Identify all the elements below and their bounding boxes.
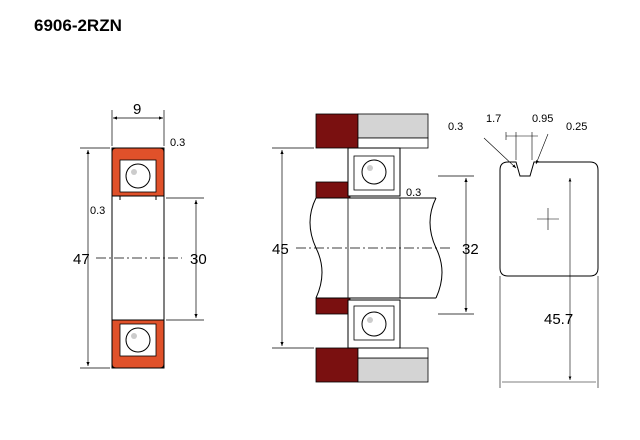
chamfer-top-label: 0.3 <box>448 121 463 133</box>
bottom-ring <box>111 319 165 369</box>
housing-dia-label: 45 <box>272 241 289 258</box>
groove-detail-view <box>483 132 599 388</box>
chamfer-outer-label: 0.3 <box>170 137 185 149</box>
bore-label: 30 <box>190 251 207 268</box>
chamfer-shaft-label: 0.3 <box>406 187 421 199</box>
groove-dia-label: 45.7 <box>544 311 573 328</box>
bearing-section-view <box>80 110 204 369</box>
chamfer-side-label: 0.3 <box>90 205 105 217</box>
mounting-view <box>272 113 474 383</box>
top-ring <box>111 147 165 200</box>
outer-diameter-label: 47 <box>73 251 90 268</box>
groove-radius-label: 0.25 <box>566 121 587 133</box>
groove-depth-label: 0.95 <box>532 113 553 125</box>
shaft-dia-label: 32 <box>462 241 479 258</box>
groove-width-label: 1.7 <box>486 113 501 125</box>
width-label: 9 <box>133 101 141 118</box>
page-title: 6906-2RZN <box>34 16 122 35</box>
